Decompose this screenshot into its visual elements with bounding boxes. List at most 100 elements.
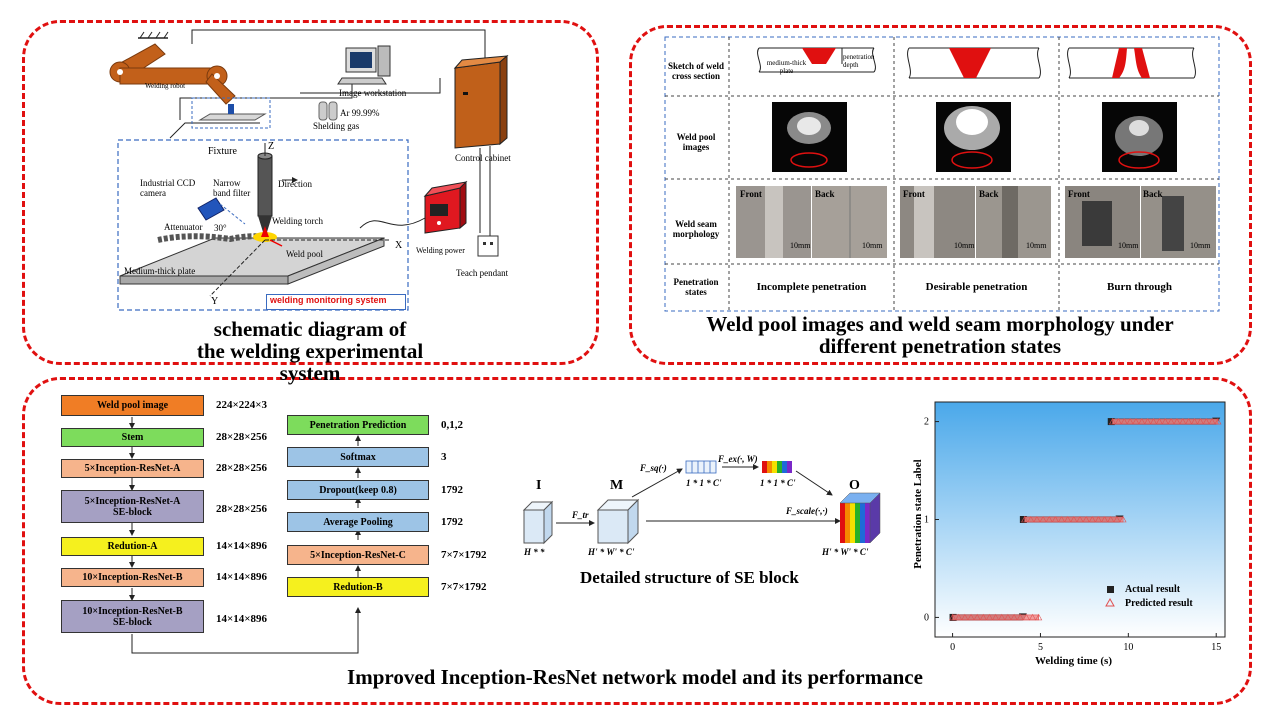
workstation-computer	[337, 45, 391, 85]
net-box-prediction: Penetration Prediction	[287, 415, 429, 435]
seam-photo-incomplete	[736, 186, 887, 258]
seam-scale-2b: 10mm	[1026, 241, 1047, 250]
label-teach-pendant: Teach pendant	[456, 268, 509, 278]
predicted-result-point	[973, 613, 981, 621]
se-dim-hw: H * *	[524, 547, 545, 557]
predicted-result-point	[1027, 515, 1035, 523]
label-welding-torch: Welding torch	[272, 216, 324, 226]
net-dim-inception-a-se: 28×28×256	[216, 503, 268, 515]
predicted-result-point	[1185, 417, 1193, 425]
y-tick-label: 0	[924, 612, 929, 623]
predicted-result-point	[1021, 515, 1029, 523]
predicted-result-point	[1179, 417, 1187, 425]
net-dim-prediction: 0,1,2	[441, 419, 463, 431]
predicted-result-point	[1051, 515, 1059, 523]
se-label-i: I	[536, 478, 542, 493]
predicted-result-point	[1039, 515, 1047, 523]
sketch-incomplete	[757, 47, 876, 73]
label-plate: Medium-thick plate	[124, 266, 196, 276]
sketch-desirable	[907, 47, 1041, 79]
penetration-table-grid	[664, 36, 1220, 312]
schematic-caption: schematic diagram of the welding experim…	[180, 318, 440, 384]
predicted-result-point	[1155, 417, 1163, 425]
schematic-diagram	[109, 29, 509, 311]
seam-scale-3b: 10mm	[1190, 241, 1211, 250]
y-tick-label: 2	[924, 417, 929, 428]
welding-torch	[257, 152, 273, 232]
label-attenuator: Attenuator	[164, 222, 203, 232]
label-control-cabinet: Control cabinet	[455, 153, 511, 163]
label-fixture: Fixture	[208, 146, 237, 157]
predicted-result-point	[1088, 515, 1096, 523]
predicted-result-point	[1109, 417, 1117, 425]
predicted-result-point	[1208, 417, 1216, 425]
se-block-title: Detailed structure of SE block	[580, 568, 799, 587]
predicted-result-point	[1196, 417, 1204, 425]
predicted-result-point	[1138, 417, 1146, 425]
x-tick-label: 0	[950, 642, 955, 653]
network-arrows	[129, 417, 361, 654]
net-box-inception-c: 5×Inception-ResNet-C	[287, 545, 429, 565]
penetration-panel-frame	[629, 25, 1252, 365]
seam-front-2: Front	[903, 189, 925, 199]
net-dim-softmax: 3	[441, 451, 447, 463]
predicted-result-point	[949, 613, 957, 621]
x-tick-label: 10	[1123, 642, 1133, 653]
row-header-seam: Weld seam morphology	[672, 219, 720, 239]
ccd-camera	[197, 197, 246, 225]
seam-photo-desirable	[900, 186, 1051, 258]
predicted-result-point	[1173, 417, 1181, 425]
predicted-result-point	[1161, 417, 1169, 425]
legend-predicted-label: Predicted result	[1125, 598, 1193, 609]
label-monitoring-system: welding monitoring system	[270, 295, 387, 305]
label-shielding-gas: Shelding gas	[313, 121, 360, 131]
seam-back-1: Back	[815, 189, 835, 199]
net-dim-dropout: 1792	[441, 484, 463, 496]
welding-power-unit	[423, 180, 468, 234]
predicted-result-point	[1004, 613, 1012, 621]
actual-result-point	[1107, 418, 1115, 426]
seam-back-2: Back	[979, 189, 999, 199]
net-box-inception-a-se: 5×Inception-ResNet-A SE-block	[61, 490, 204, 523]
sketch-label-plate: medium-thick plate	[766, 59, 807, 75]
chart-ylabel: Penetration state Label	[912, 459, 924, 569]
x-tick-label: 15	[1211, 642, 1221, 653]
net-dim-redution-a: 14×14×896	[216, 540, 268, 552]
se-label-ftr: F_tr	[572, 510, 589, 520]
row-header-pool-images: Weld pool images	[676, 132, 716, 152]
predicted-result-point	[1035, 613, 1043, 621]
predicted-result-point	[1150, 417, 1158, 425]
label-narrow-band: Narrow band filter	[213, 178, 251, 199]
predicted-result-point	[961, 613, 969, 621]
y-tick-label: 1	[924, 515, 929, 526]
net-box-inception-b-se: 10×Inception-ResNet-B SE-block	[61, 600, 204, 633]
predicted-result-point	[1082, 515, 1090, 523]
label-image-workstation: Image workstation	[339, 88, 407, 98]
net-box-weld-pool-image: Weld pool image	[61, 395, 204, 416]
weld-pool-image-desirable	[936, 102, 1011, 172]
predicted-result-point	[985, 613, 993, 621]
seam-scale-2a: 10mm	[954, 241, 975, 250]
control-cabinet	[453, 54, 509, 149]
penetration-caption-line2: different penetration states	[818, 334, 1062, 359]
seam-scale-3a: 10mm	[1118, 241, 1139, 250]
label-gas: Ar 99.99%	[340, 108, 380, 118]
seam-back-3: Back	[1143, 189, 1163, 199]
weld-pool-image-incomplete	[772, 102, 847, 172]
predicted-result-point	[1064, 515, 1072, 523]
se-vector-squeeze	[685, 460, 717, 474]
label-welding-power: Welding power	[416, 246, 465, 255]
predicted-result-point	[1076, 515, 1084, 523]
predicted-result-point	[1094, 515, 1102, 523]
cube-m	[596, 498, 640, 545]
penetration-caption: Weld pool images and weld seam morpholog…	[640, 313, 1240, 357]
predicted-result-point	[979, 613, 987, 621]
net-box-redution-b: Redution-B	[287, 577, 429, 597]
seam-front-3: Front	[1068, 189, 1090, 199]
label-angle: 30°	[214, 223, 227, 233]
net-box-inception-a: 5×Inception-ResNet-A	[61, 459, 204, 478]
predicted-result-point	[1022, 613, 1030, 621]
predicted-result-point	[1126, 417, 1134, 425]
chart-xlabel: Welding time (s)	[1035, 655, 1112, 667]
net-dim-weld-pool-image: 224×224×3	[216, 399, 268, 411]
